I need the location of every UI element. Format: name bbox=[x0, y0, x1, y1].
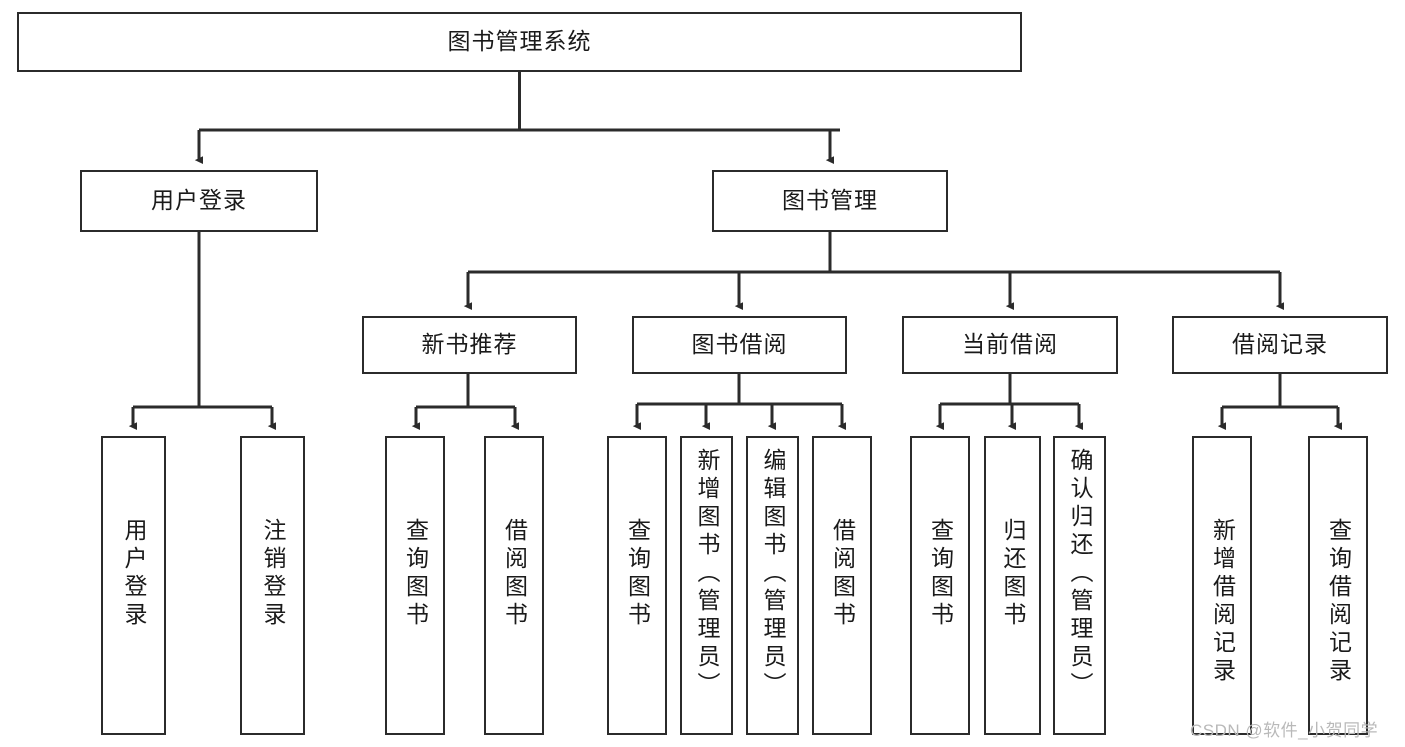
node-level2-0[interactable]: 用户登录 bbox=[80, 170, 318, 232]
node-leaf-1[interactable]: 注销登录 bbox=[240, 436, 305, 735]
node-label-vertical: 用户登录 bbox=[121, 518, 147, 630]
node-label: 图书借阅 bbox=[691, 331, 788, 358]
node-label-vertical: 新增借阅记录 bbox=[1209, 518, 1236, 686]
node-level3-1[interactable]: 图书借阅 bbox=[632, 316, 847, 374]
node-leaf-9[interactable]: 归还图书 bbox=[984, 436, 1041, 735]
node-level3-0[interactable]: 新书推荐 bbox=[362, 316, 577, 374]
node-leaf-5[interactable]: 新增图书（管理员） bbox=[680, 436, 733, 735]
node-label-vertical: 查询图书 bbox=[402, 518, 429, 630]
node-label-vertical: 借阅图书 bbox=[501, 518, 528, 630]
csdn-watermark: CSDN @软件_小贺同学 bbox=[1190, 721, 1379, 740]
node-leaf-11[interactable]: 新增借阅记录 bbox=[1192, 436, 1252, 735]
node-root-图书管理系统[interactable]: 图书管理系统 bbox=[17, 12, 1022, 72]
node-label-vertical: 查询图书 bbox=[624, 518, 651, 630]
node-label-vertical: 确认归还（管理员） bbox=[1067, 448, 1093, 700]
node-level3-2[interactable]: 当前借阅 bbox=[902, 316, 1118, 374]
node-label-vertical: 注销登录 bbox=[260, 518, 286, 630]
node-leaf-12[interactable]: 查询借阅记录 bbox=[1308, 436, 1368, 735]
node-label: 新书推荐 bbox=[421, 331, 518, 358]
node-label-vertical: 查询借阅记录 bbox=[1325, 518, 1352, 686]
node-leaf-8[interactable]: 查询图书 bbox=[910, 436, 970, 735]
node-leaf-3[interactable]: 借阅图书 bbox=[484, 436, 544, 735]
node-label-vertical: 归还图书 bbox=[1000, 518, 1026, 630]
node-label: 用户登录 bbox=[151, 187, 247, 214]
node-label: 图书管理系统 bbox=[447, 28, 592, 55]
node-level3-3[interactable]: 借阅记录 bbox=[1172, 316, 1388, 374]
node-leaf-7[interactable]: 借阅图书 bbox=[812, 436, 872, 735]
node-label: 当前借阅 bbox=[962, 331, 1058, 358]
node-leaf-0[interactable]: 用户登录 bbox=[101, 436, 166, 735]
node-label: 图书管理 bbox=[782, 187, 878, 214]
node-leaf-6[interactable]: 编辑图书（管理员） bbox=[746, 436, 799, 735]
node-leaf-2[interactable]: 查询图书 bbox=[385, 436, 445, 735]
node-label: 借阅记录 bbox=[1232, 331, 1328, 358]
node-leaf-4[interactable]: 查询图书 bbox=[607, 436, 667, 735]
node-label-vertical: 查询图书 bbox=[927, 518, 954, 630]
node-label-vertical: 借阅图书 bbox=[829, 518, 856, 630]
node-level2-1[interactable]: 图书管理 bbox=[712, 170, 948, 232]
node-label-vertical: 编辑图书（管理员） bbox=[760, 448, 786, 700]
node-label-vertical: 新增图书（管理员） bbox=[694, 448, 720, 700]
node-leaf-10[interactable]: 确认归还（管理员） bbox=[1053, 436, 1106, 735]
